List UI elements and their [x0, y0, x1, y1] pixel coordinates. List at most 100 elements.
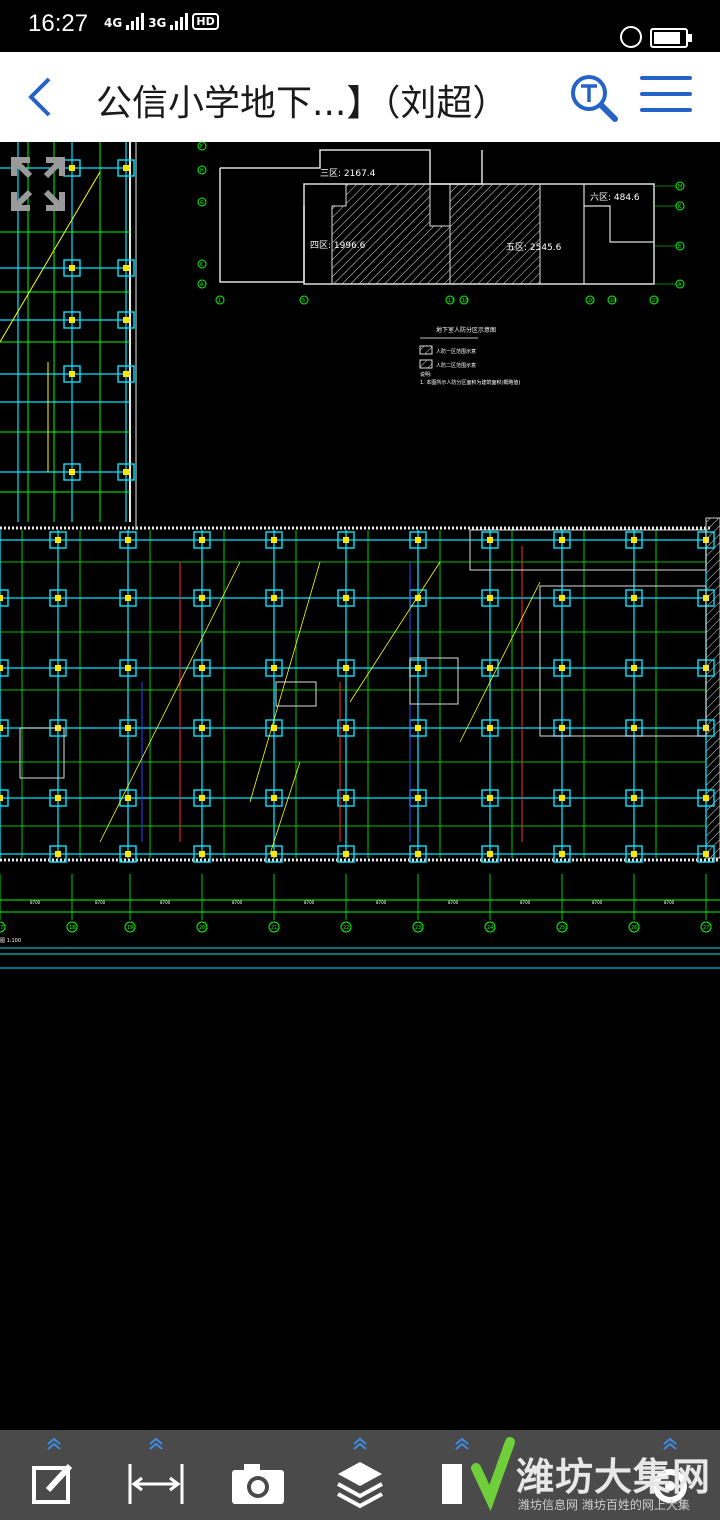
key-plan: 三区: 2167.4 四区: 1996.6 五区: 2545.6 六区: 484… [197, 141, 685, 386]
main-floor-plan: 1787001887001987002087002187002287002387… [0, 517, 720, 969]
dimension-label: 8700 [664, 900, 675, 905]
column [337, 589, 355, 607]
book-button[interactable] [432, 1437, 492, 1514]
column [49, 531, 67, 549]
chevron-up-icon [663, 1437, 677, 1450]
net-hd-label: HD [192, 13, 219, 30]
column [119, 789, 137, 807]
axis-bubble-bottom: 26 [631, 925, 637, 931]
area-label-3: 三区: 2167.4 [320, 168, 376, 179]
menu-button[interactable] [640, 76, 692, 120]
text-search-button[interactable] [568, 72, 620, 124]
axis-bubble-left: F [200, 144, 203, 150]
layers-button[interactable] [330, 1437, 390, 1514]
column [697, 845, 715, 863]
dimension-label: 8700 [232, 900, 243, 905]
column [625, 845, 643, 863]
axis-bubble-right: M [678, 184, 682, 190]
alarm-icon [620, 26, 642, 48]
column [337, 719, 355, 737]
column [117, 311, 135, 329]
column [0, 719, 9, 737]
column [265, 531, 283, 549]
column [553, 589, 571, 607]
column [625, 659, 643, 677]
settings-button[interactable] [640, 1437, 700, 1514]
column [0, 659, 9, 677]
column [337, 845, 355, 863]
legend-item-2: 人防二区范围示意 [436, 362, 476, 369]
column [481, 659, 499, 677]
legend-swatch-1 [419, 345, 433, 355]
chevron-up-icon [455, 1437, 469, 1450]
column [481, 719, 499, 737]
column [337, 789, 355, 807]
column [625, 789, 643, 807]
axis-bubble-top: 5 [302, 298, 305, 304]
back-button[interactable] [18, 72, 62, 122]
column [193, 789, 211, 807]
signal-icon [126, 12, 145, 30]
column [193, 589, 211, 607]
status-time: 16:27 [28, 10, 89, 37]
column [553, 845, 571, 863]
axis-bubble-top: 27 [652, 298, 658, 304]
watermark: 潍坊大集网 潍坊信息网 潍坊百姓的网上大集 [471, 1437, 720, 1520]
net-4g-label: 4G [104, 16, 123, 30]
signal-icon-2 [170, 12, 189, 30]
column [119, 719, 137, 737]
battery-icon [650, 28, 692, 48]
column [553, 789, 571, 807]
text-search-icon [571, 75, 618, 122]
camera-button[interactable] [228, 1444, 288, 1514]
column [193, 845, 211, 863]
watermark-subtext: 潍坊信息网 潍坊百姓的网上大集 [518, 1498, 690, 1512]
axis-bubble-right: A [678, 282, 682, 288]
status-bar: 16:27 4G 3G HD [0, 0, 720, 52]
column [625, 531, 643, 549]
column [193, 719, 211, 737]
network-indicators: 4G 3G HD [104, 12, 219, 30]
area-label-6: 六区: 484.6 [590, 191, 640, 203]
expand-icon[interactable] [8, 154, 68, 214]
column [409, 845, 427, 863]
settings-icon [653, 1469, 687, 1503]
axis-bubble-top: 17 [448, 298, 454, 304]
legend-swatch-2 [419, 359, 433, 369]
edit-button[interactable] [24, 1437, 84, 1514]
axis-bubble-left: A [200, 282, 204, 288]
axis-bubble-left: G [200, 200, 204, 206]
column [697, 789, 715, 807]
cad-drawing-canvas[interactable]: 三区: 2167.4 四区: 1996.6 五区: 2545.6 六区: 484… [0, 141, 720, 1430]
dimension-label: 8700 [95, 900, 106, 905]
axis-bubble-right: K [678, 204, 682, 210]
dimension-label: 8700 [30, 900, 41, 905]
notes-text: 1. 本图所示人防分区面积为建筑面积(概略值) [420, 379, 520, 386]
measure-button[interactable] [126, 1437, 186, 1514]
chevron-up-icon [47, 1437, 61, 1450]
layers-icon [337, 1462, 383, 1509]
column [481, 531, 499, 549]
column [49, 589, 67, 607]
page-title: 公信小学地下...】（刘超） [96, 83, 509, 124]
edit-icon [32, 1463, 73, 1504]
camera-icon [232, 1464, 284, 1504]
axis-bubble-left: C [200, 262, 204, 268]
column [119, 659, 137, 677]
column [63, 463, 81, 481]
book-icon [442, 1464, 462, 1504]
column [0, 589, 9, 607]
notes-title: 说明: [420, 371, 432, 378]
chevron-up-icon [149, 1437, 163, 1450]
column [49, 659, 67, 677]
column [117, 259, 135, 277]
column [265, 659, 283, 677]
column [119, 845, 137, 863]
axis-bubble-bottom: 27 [703, 925, 709, 931]
axis-bubble-bottom: 17 [0, 925, 3, 931]
area-label-5: 五区: 2545.6 [506, 242, 562, 253]
dimension-label: 8700 [376, 900, 387, 905]
column [481, 845, 499, 863]
legend-item-1: 人防一区范围示意 [436, 348, 476, 355]
column [63, 259, 81, 277]
